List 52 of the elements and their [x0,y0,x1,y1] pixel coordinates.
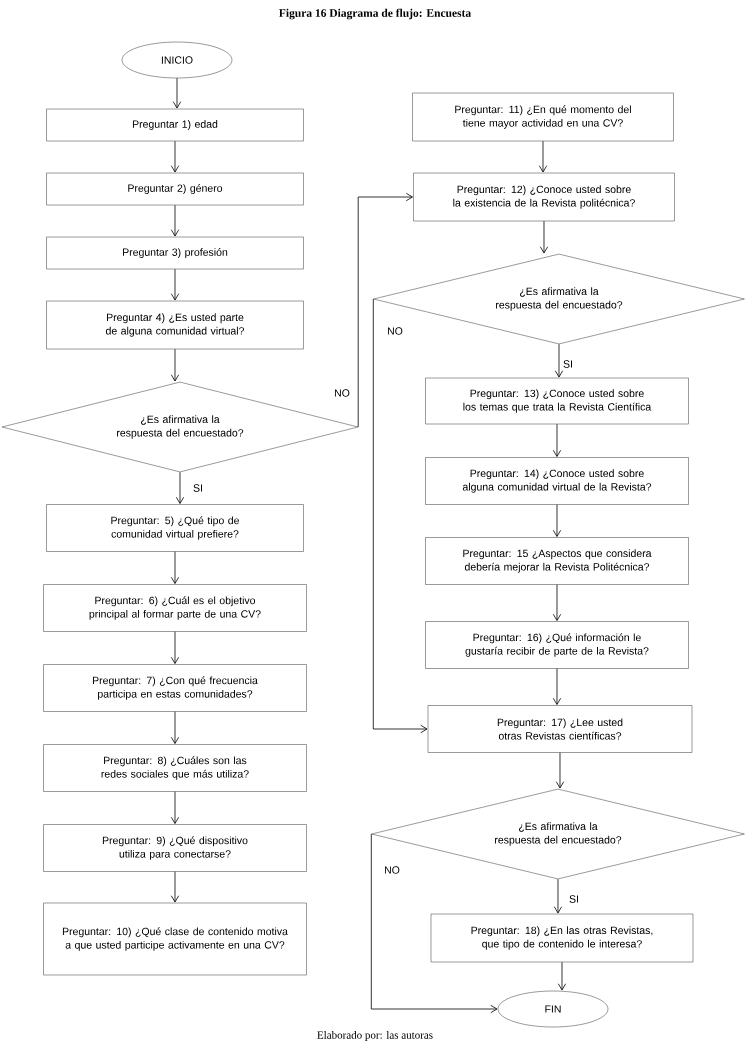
arrow [370,833,498,1014]
process-box: Preguntar: 18) ¿En las otras Revistas, que tipo de contenido le interesa? [430,913,694,963]
process-box: Preguntar: 6) ¿Cuál es el objetivo principal al formar parte de una CV? [43,584,307,632]
figure-caption: Elaborado por: las autoras [317,1031,433,1041]
process-box: Preguntar 4) ¿Es usted parte de alguna comunidad virtual? [46,300,304,350]
process-box: Preguntar 1) edad [46,108,304,142]
process-box: Preguntar: 17) ¿Lee usted otras Revistas científicas? [427,705,693,753]
process-box: Preguntar: 9) ¿Qué dispositivo utiliza para conectarse? [43,824,307,872]
edge-label: SI [192,483,204,493]
process-box: Preguntar: 14) ¿Conoce usted sobre alguna comunidad virtual de la Revista? [425,457,689,505]
arrow [170,631,180,664]
process-box: Preguntar 3) profesión [46,236,304,270]
arrow [557,961,567,991]
arrow [170,871,180,903]
arrow [357,192,413,428]
process-box: Preguntar: 10) ¿Qué clase de contenido motiva a que usted participe activamente en una CV? [43,902,307,976]
process-box: Preguntar: 15 ¿Aspectos que considera debería mejorar la Revista Politécnica? [425,537,689,585]
process-box: Preguntar: 16) ¿Qué información le gustaría recibir de parte de la Revista? [425,621,689,669]
process-box: Preguntar: 7) ¿Con qué frecuencia participa en estas comunidades? [43,664,307,712]
terminal-oval: INICIO [121,41,233,79]
arrow [552,504,562,537]
arrow [552,668,562,705]
arrow [175,471,185,504]
arrow [552,423,562,457]
arrow [170,791,180,824]
process-box: Preguntar 2) género [46,172,304,206]
arrow [170,268,180,301]
figure-title: Figura 16 Diagrama de flujo: Encuesta [279,8,471,20]
arrow [555,752,565,789]
arrow [170,204,180,237]
edge-label: NO [386,326,404,336]
edge-label: NO [333,388,351,398]
arrow [554,343,564,378]
arrow [538,140,548,173]
process-box: Preguntar: 8) ¿Cuáles son las redes sociales que más utiliza? [43,744,307,792]
process-box: Preguntar: 11) ¿En qué momento del tiene mayor actividad en una CV? [412,92,674,142]
process-box: Preguntar: 12) ¿Conoce usted sobre la existencia de la Revista politécnica? [413,172,675,222]
edge-label: NO [383,865,401,875]
arrow [170,551,180,584]
process-box: Preguntar: 5) ¿Qué tipo de comunidad virtual prefiere? [46,504,304,552]
process-box: Preguntar: 13) ¿Conoce usted sobre los temas que trata la Revista Científica [425,377,689,425]
terminal-oval: FIN [497,990,609,1028]
edge-label: SI [568,894,580,904]
arrow [553,878,563,914]
arrow [170,711,180,744]
arrow [539,220,549,254]
arrow [172,77,182,109]
arrow [552,584,562,621]
arrow [372,298,428,734]
arrow [170,348,180,382]
edge-label: SI [562,359,574,369]
arrow [170,140,180,173]
